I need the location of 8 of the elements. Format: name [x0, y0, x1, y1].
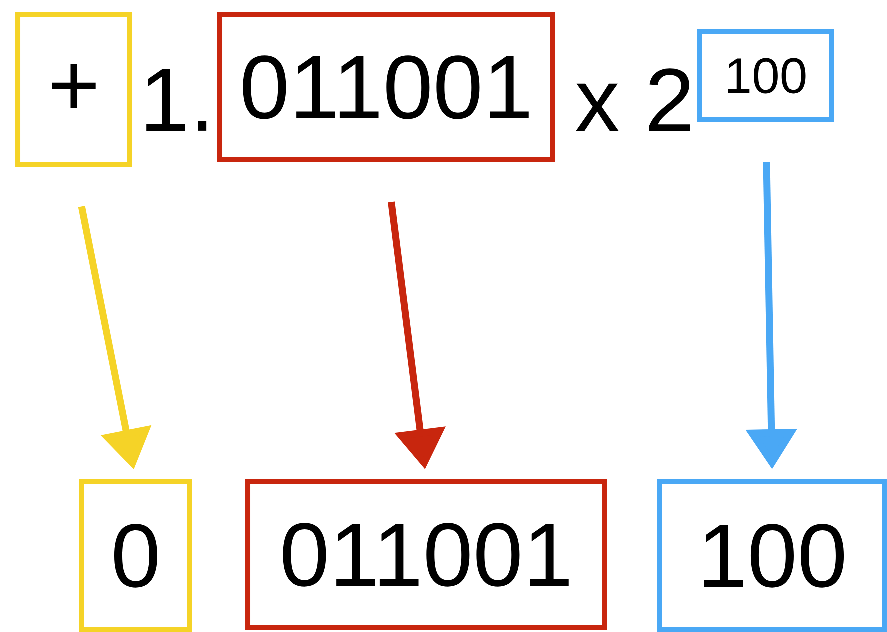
number-text: x 2	[576, 68, 690, 132]
number-box: 011001	[218, 12, 556, 162]
number-box: 011001	[246, 479, 608, 630]
number-text: 1.	[146, 69, 207, 131]
number-box: 100	[658, 479, 887, 632]
number-box: +	[16, 12, 132, 168]
number-box: 100	[698, 30, 834, 122]
number-box: 0	[80, 479, 192, 632]
